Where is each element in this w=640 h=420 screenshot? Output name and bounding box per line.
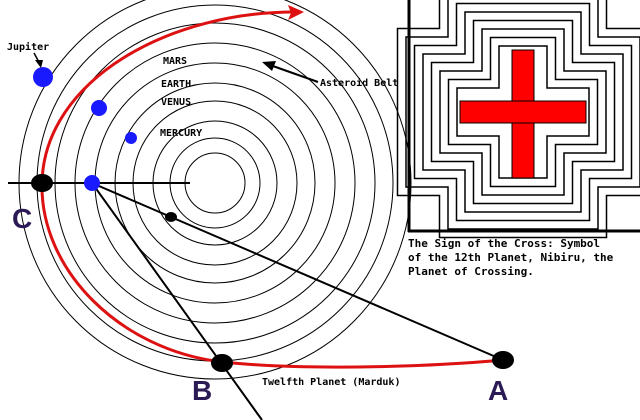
- cross-outline: [413, 2, 633, 222]
- position-a-marker: [492, 351, 514, 369]
- point-b-label: B: [192, 375, 212, 406]
- cross-outline: [456, 45, 590, 179]
- earth-label: EARTH: [161, 79, 191, 90]
- caption-line: Planet of Crossing.: [408, 265, 534, 278]
- cross-outline: [447, 36, 599, 188]
- line-to-a: [91, 182, 504, 361]
- point-c-label: C: [12, 203, 32, 234]
- cross-outline: [396, 0, 640, 239]
- earth-planet: [84, 175, 100, 191]
- cross-caption: The Sign of the Cross: Symbol of the 12t…: [408, 237, 638, 279]
- mars-label: MARS: [163, 56, 187, 67]
- venus-planet: [91, 100, 107, 116]
- orbit-ring: [18, 0, 412, 380]
- twelfth-planet-orbit: [40, 10, 504, 369]
- red-cross-horizontal: [459, 100, 587, 124]
- position-b-marker: [211, 354, 233, 372]
- mercury-planet: [125, 132, 137, 144]
- caption-line: The Sign of the Cross: Symbol: [408, 237, 601, 250]
- line-through-b: [91, 182, 263, 420]
- cross-outline: [430, 19, 616, 205]
- cross-outline: [422, 11, 624, 213]
- cross-outline-layers: [396, 0, 640, 239]
- orbit-ring: [184, 152, 246, 214]
- venus-label: VENUS: [161, 97, 191, 108]
- jupiter-label: Jupiter: [7, 41, 49, 53]
- twelfth-planet-label: Twelfth Planet (Marduk): [262, 377, 400, 388]
- point-a-label: A: [488, 375, 508, 406]
- orbit-rings: [18, 0, 412, 380]
- jupiter-pointer-head: [35, 60, 43, 68]
- mercury-label: MERCURY: [160, 128, 202, 139]
- orbit-arrowhead: [288, 5, 304, 20]
- jupiter-planet: [33, 67, 53, 87]
- small-marker: [165, 212, 177, 222]
- caption-line: of the 12th Planet, Nibiru, the: [408, 251, 614, 264]
- asteroid-belt-pointer: [269, 64, 319, 83]
- cross-outline: [405, 0, 640, 230]
- asteroid-belt-pointer-head: [262, 61, 276, 71]
- asteroid-belt-label: Asteroid Belt: [320, 77, 398, 89]
- cross-symbol-panel: [396, 0, 640, 239]
- position-c-marker: [31, 174, 53, 192]
- cross-outline: [439, 28, 607, 196]
